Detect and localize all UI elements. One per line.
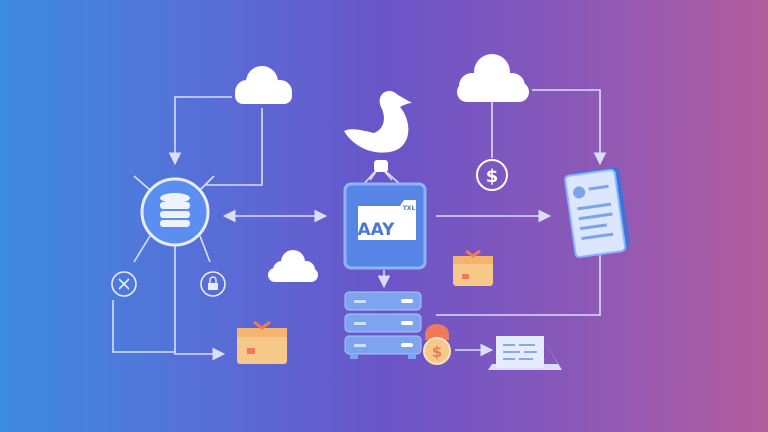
connector-database-to-package xyxy=(174,246,226,361)
cloud-icon xyxy=(457,54,529,102)
connector-cloud-to-database xyxy=(168,96,232,166)
dollar-coin-icon: $ xyxy=(476,159,508,191)
close-icon xyxy=(111,271,137,297)
connector-x-to-package xyxy=(112,300,175,353)
connector-cloud-to-database-2 xyxy=(205,108,263,186)
connector-cloud-to-document xyxy=(532,89,607,166)
server-stack-icon xyxy=(344,291,422,359)
document-card-icon xyxy=(564,167,630,258)
bird-icon xyxy=(344,90,412,172)
badge-dollar-symbol: $ xyxy=(432,343,442,361)
main-box-label: AAY xyxy=(358,220,396,240)
package-icon xyxy=(237,320,287,364)
cloud-icon xyxy=(268,250,318,282)
package-icon xyxy=(453,249,493,286)
laptop-document-icon xyxy=(488,336,562,370)
connector-document-to-server xyxy=(436,255,601,316)
dollar-symbol: $ xyxy=(486,166,499,187)
database-icon xyxy=(140,177,210,247)
cloud-icon xyxy=(235,66,292,104)
main-box-tab-label: TXL xyxy=(403,205,416,212)
payment-badge-icon: $ xyxy=(423,324,451,365)
lock-icon xyxy=(200,271,226,297)
main-box[interactable]: AAY TXL xyxy=(343,182,427,270)
